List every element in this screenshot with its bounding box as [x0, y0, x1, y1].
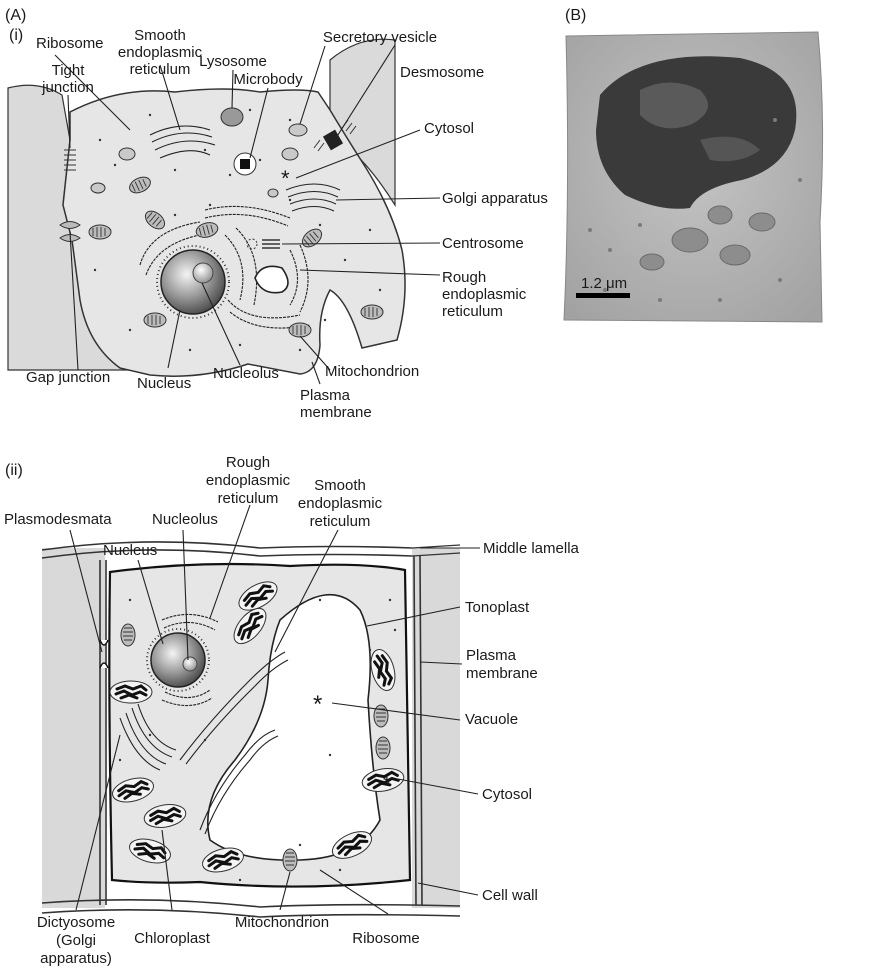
vacuole-asterisk: * [313, 691, 322, 718]
label-ribosome: Ribosome [36, 35, 104, 52]
label-mitochondrion: Mitochondrion [325, 363, 419, 380]
label-cytosol: Cytosol [424, 120, 474, 137]
label-centrosome: Centrosome [442, 235, 524, 252]
label-lysosome: Lysosome [199, 53, 267, 70]
label-desmosome: Desmosome [400, 64, 484, 81]
label-plant-smooth-er-line2: endoplasmic [298, 495, 383, 512]
label-dictyosome-line3: apparatus) [40, 950, 112, 967]
plant-cell-drawing: * * [42, 542, 460, 917]
label-plant-cytosol: Cytosol [482, 786, 532, 803]
panel-label-b: (B) [565, 7, 586, 24]
label-chloroplast: Chloroplast [134, 930, 211, 947]
secretory-vesicle-structure [289, 124, 307, 136]
label-tight-junction-line1: Tight [52, 62, 86, 79]
plant-nucleus-structure [151, 633, 205, 687]
label-gap-junction: Gap junction [26, 369, 110, 386]
plant-cytosol-asterisk: * [383, 773, 391, 795]
micrograph-scale-label: 1.2 μm [581, 275, 627, 292]
label-dictyosome-line2: (Golgi [56, 932, 96, 949]
label-nucleus: Nucleus [137, 375, 191, 392]
label-plant-rough-er-line2: endoplasmic [206, 472, 291, 489]
label-plant-plasma-membrane-line2: membrane [466, 665, 538, 682]
animal-nucleus-structure [161, 250, 225, 314]
label-plant-nucleolus: Nucleolus [152, 511, 218, 528]
label-smooth-er-line1: Smooth [134, 27, 186, 44]
label-tonoplast: Tonoplast [465, 599, 530, 616]
label-plant-ribosome: Ribosome [352, 930, 420, 947]
scale-bar [576, 293, 630, 298]
label-middle-lamella: Middle lamella [483, 540, 580, 557]
label-smooth-er-line2: endoplasmic [118, 44, 203, 61]
label-plant-rough-er-line3: reticulum [218, 490, 279, 507]
panel-label-a: (A) [5, 7, 26, 24]
label-plasmodesmata: Plasmodesmata [4, 511, 112, 528]
label-nucleolus: Nucleolus [213, 365, 279, 382]
animal-nucleolus-structure [193, 263, 213, 283]
label-plant-plasma-membrane-line1: Plasma [466, 647, 517, 664]
label-golgi: Golgi apparatus [442, 190, 548, 207]
lysosome-structure [221, 108, 243, 126]
label-dictyosome-line1: Dictyosome [37, 914, 115, 931]
label-vacuole: Vacuole [465, 711, 518, 728]
label-rough-er-line2: endoplasmic [442, 286, 527, 303]
panel-label-a-i: (i) [9, 27, 23, 44]
plant-nucleolus-structure [183, 657, 197, 671]
label-plant-smooth-er-line1: Smooth [314, 477, 366, 494]
label-secretory-vesicle: Secretory vesicle [323, 29, 437, 46]
label-plant-rough-er-line1: Rough [226, 454, 270, 471]
label-tight-junction-line2: junction [41, 79, 94, 96]
label-plant-nucleus: Nucleus [103, 542, 157, 559]
label-smooth-er-line3: reticulum [130, 61, 191, 78]
label-cell-wall: Cell wall [482, 887, 538, 904]
label-rough-er-line1: Rough [442, 269, 486, 286]
label-plant-smooth-er-line3: reticulum [310, 513, 371, 530]
label-microbody: Microbody [233, 71, 303, 88]
label-rough-er-line3: reticulum [442, 303, 503, 320]
panel-label-a-ii: (ii) [5, 462, 23, 479]
label-plasma-membrane-line2: membrane [300, 404, 372, 421]
label-plasma-membrane-line1: Plasma [300, 387, 351, 404]
animal-cytosol-asterisk: * [281, 166, 290, 191]
label-plant-mitochondrion: Mitochondrion [235, 914, 329, 931]
